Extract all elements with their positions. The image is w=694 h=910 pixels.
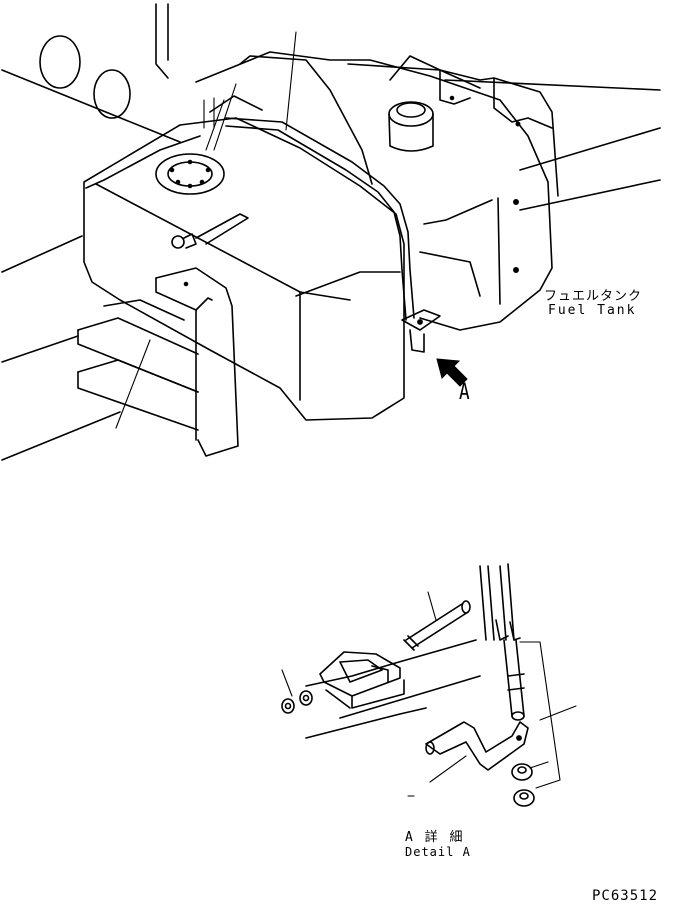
view-a-arrow: [436, 358, 468, 387]
detail-nuts-left: [281, 669, 313, 714]
detail-pipe-clamp: [425, 721, 529, 771]
frame-hole-1: [39, 35, 81, 89]
rear-bracket: [347, 63, 559, 273]
leader-lines-detail: [407, 641, 577, 797]
machine-frame: [1, 3, 661, 461]
detail-nuts-right: [511, 763, 535, 807]
detail-bolt: [403, 591, 471, 651]
view-a-marker-label: A: [459, 380, 470, 405]
drain-plug: [171, 235, 185, 249]
fuel-line-clamp: [401, 309, 441, 353]
frame-hole-2: [93, 69, 131, 119]
drawing-code: PC63512: [592, 888, 659, 904]
fuel-tank-label-en: Fuel Tank: [548, 303, 637, 318]
detail-a-title-en: Detail A: [405, 845, 471, 859]
fuel-sender-flange: [155, 153, 225, 195]
detail-clip-bracket: [319, 651, 405, 709]
detail-fuel-pipes: [479, 563, 525, 721]
fuel-tank-label-jp: フュエルタンク: [544, 289, 643, 304]
detail-a-title-jp: A 詳 細: [405, 830, 465, 845]
fuel-tank-body: [83, 51, 553, 421]
rear-filler-neck: [388, 101, 434, 127]
tank-mounting-bracket: [77, 267, 239, 457]
fuel-lines: [203, 95, 415, 321]
detail-frame-rails: [305, 639, 481, 739]
leader-lines-main: [115, 31, 297, 429]
